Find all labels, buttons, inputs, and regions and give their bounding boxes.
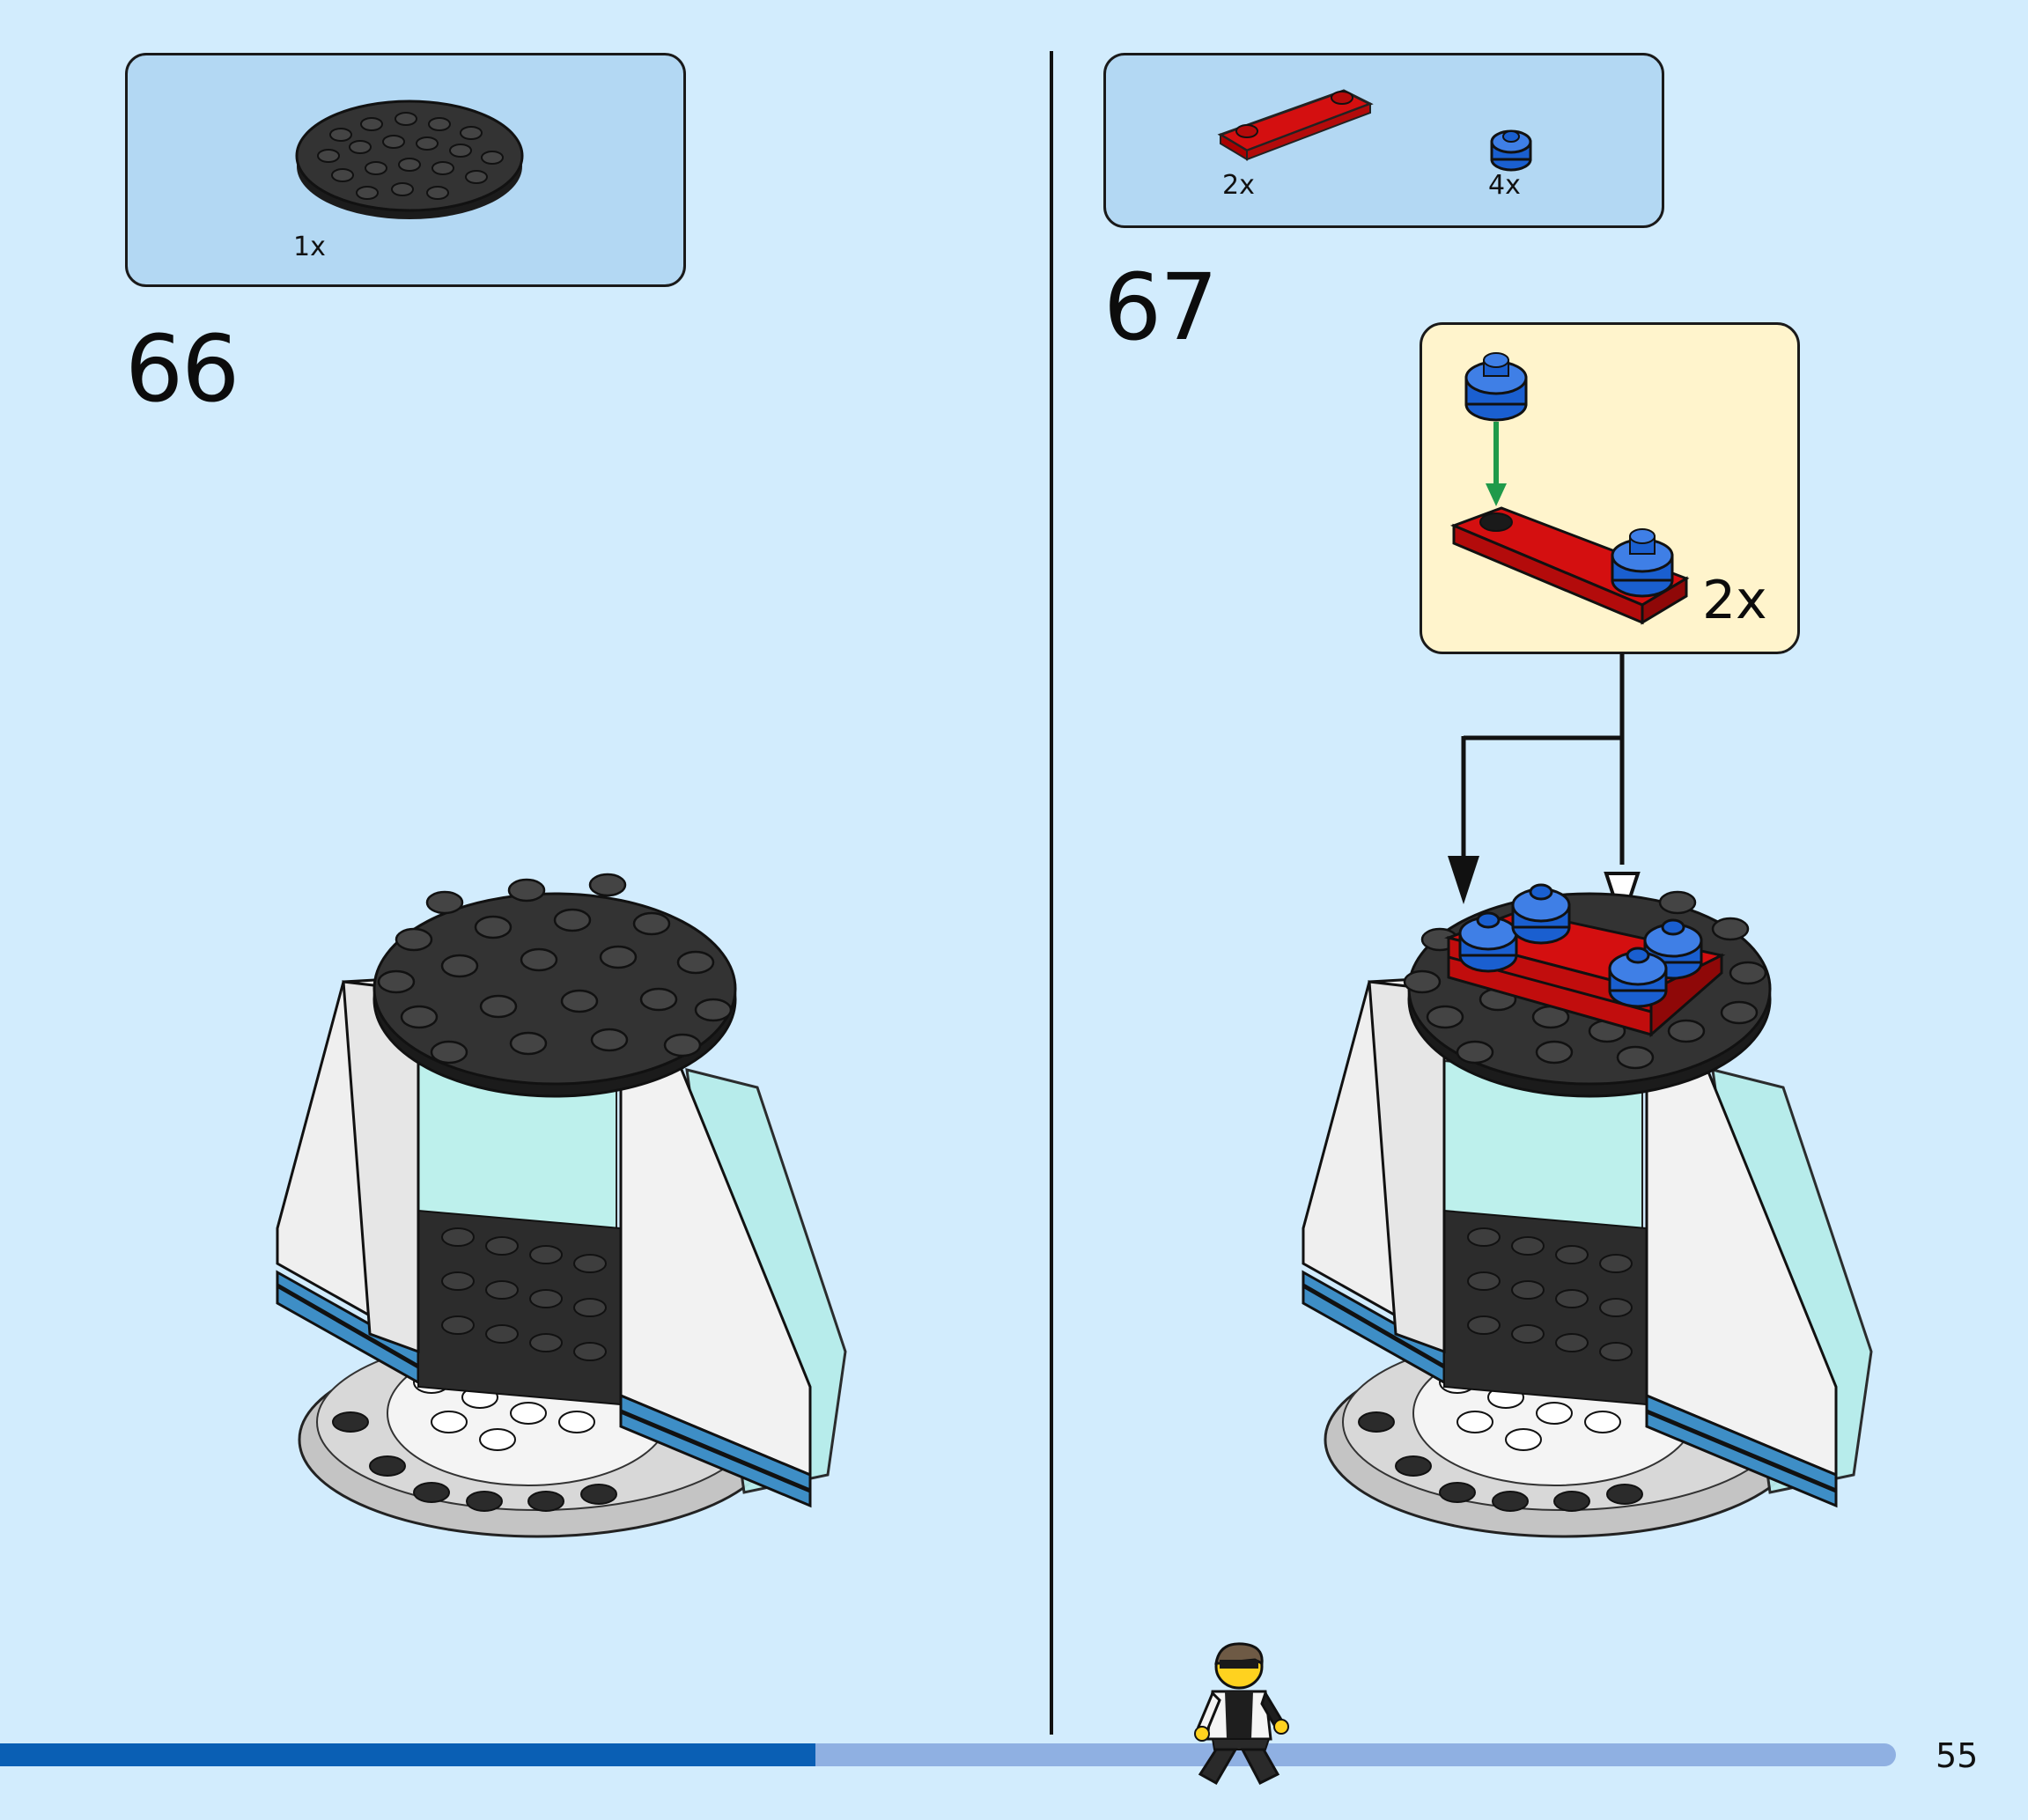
step-67-number: 67 <box>1103 254 1218 361</box>
red-plate-part-image <box>1217 89 1374 161</box>
page-divider <box>1050 51 1053 1735</box>
blue-round-brick-part-image <box>1490 129 1532 172</box>
step-66-model-image <box>276 873 847 1538</box>
part-quantity-red-plate: 2x <box>1222 170 1255 201</box>
progress-fill <box>0 1743 815 1766</box>
step-66-parts-box: 1x <box>125 53 686 287</box>
subassembly-callout: 2x <box>1420 322 1800 654</box>
step-67-parts-box: 2x 4x <box>1103 53 1664 228</box>
subassembly-image <box>1449 352 1690 625</box>
page-number: 55 <box>1936 1736 1979 1775</box>
step-67-model-image <box>1302 883 1873 1538</box>
part-quantity-round-plate: 1x <box>293 232 326 262</box>
subassembly-multiplier: 2x <box>1702 570 1767 631</box>
callout-arrows <box>1448 653 1641 928</box>
round-plate-part-image <box>295 99 524 219</box>
step-66-number: 66 <box>125 315 240 423</box>
part-quantity-blue-brick: 4x <box>1488 170 1521 201</box>
minifigure-progress-icon <box>1194 1642 1289 1786</box>
